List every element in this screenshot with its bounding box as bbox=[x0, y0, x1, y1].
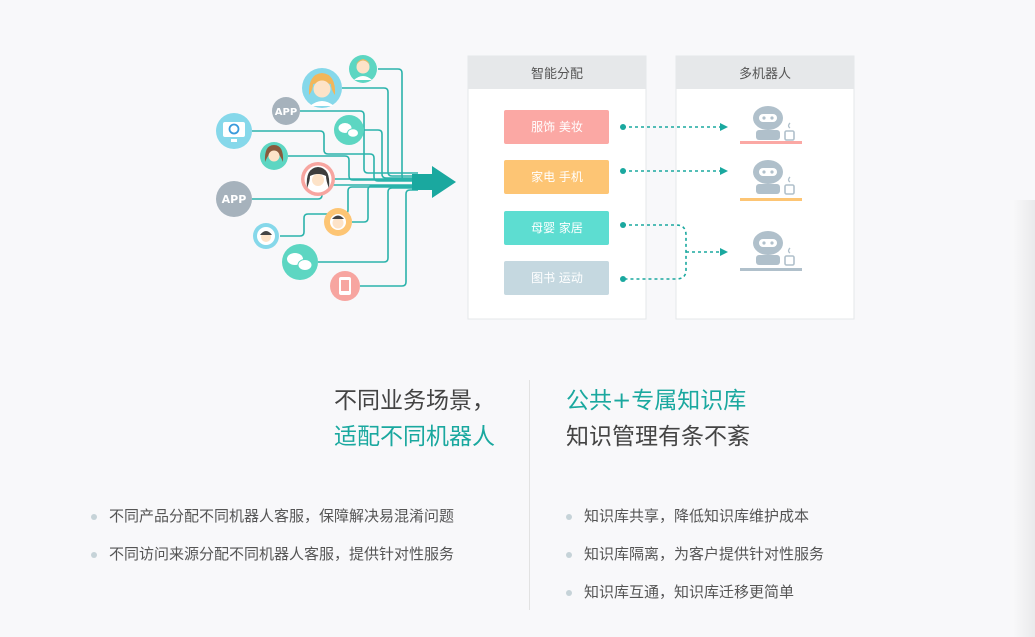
female-avatar-icon bbox=[301, 162, 335, 196]
feature-item: 知识库隔离，为客户提供针对性服务 bbox=[566, 542, 824, 580]
male-avatar-icon bbox=[253, 223, 279, 249]
user-avatar-icon bbox=[349, 55, 377, 83]
svg-text:APP: APP bbox=[275, 107, 297, 118]
heading-line-highlight: 适配不同机器人 bbox=[334, 424, 495, 450]
right-feature-list: 知识库共享，降低知识库维护成本 知识库隔离，为客户提供针对性服务 知识库互通，知… bbox=[566, 504, 824, 618]
female-avatar-icon bbox=[302, 68, 342, 108]
svg-text:家电 手机: 家电 手机 bbox=[531, 169, 583, 184]
wechat-icon bbox=[282, 244, 318, 280]
feature-item: 不同产品分配不同机器人客服，保障解决易混淆问题 bbox=[91, 504, 454, 542]
robot-icon bbox=[740, 231, 802, 271]
right-section-heading: 公共+专属知识库 知识管理有条不紊 bbox=[566, 383, 750, 455]
category-pill: 家电 手机 bbox=[504, 160, 609, 194]
robot-icon bbox=[740, 160, 802, 201]
feature-item: 知识库互通，知识库迁移更简单 bbox=[566, 580, 824, 618]
heading-line: 知识管理有条不紊 bbox=[566, 424, 750, 450]
panel-title: 智能分配 bbox=[531, 67, 583, 82]
left-section-heading: 不同业务场景， 适配不同机器人 bbox=[334, 383, 495, 455]
feature-item: 知识库共享，降低知识库维护成本 bbox=[566, 504, 824, 542]
category-pill: 服饰 美妆 bbox=[504, 110, 609, 144]
female-avatar-icon bbox=[260, 142, 288, 170]
feature-item: 不同访问来源分配不同机器人客服，提供针对性服务 bbox=[91, 542, 454, 580]
computer-browser-icon bbox=[216, 113, 252, 149]
wechat-icon bbox=[334, 115, 364, 145]
robot-icon bbox=[740, 106, 802, 144]
svg-text:服饰 美妆: 服饰 美妆 bbox=[531, 120, 583, 134]
app-icon: APP bbox=[216, 181, 252, 217]
page-edge-shadow bbox=[1013, 200, 1035, 637]
male-avatar-icon bbox=[324, 208, 352, 236]
arrow-right-icon bbox=[412, 166, 456, 198]
svg-text:图书 运动: 图书 运动 bbox=[531, 271, 583, 285]
heading-line-highlight: 公共+专属知识库 bbox=[566, 388, 747, 414]
svg-text:APP: APP bbox=[222, 193, 247, 206]
connector-lines bbox=[252, 68, 418, 287]
heading-line: 不同业务场景， bbox=[334, 388, 495, 414]
svg-text:母婴 家居: 母婴 家居 bbox=[531, 220, 583, 235]
panel-title: 多机器人 bbox=[739, 66, 791, 82]
section-divider bbox=[529, 380, 530, 610]
dotted-connectors bbox=[623, 126, 720, 280]
left-feature-list: 不同产品分配不同机器人客服，保障解决易混淆问题 不同访问来源分配不同机器人客服，… bbox=[91, 504, 454, 580]
app-icon: APP bbox=[272, 97, 300, 125]
mobile-phone-icon bbox=[330, 271, 360, 301]
category-pill: 母婴 家居 bbox=[504, 211, 609, 245]
category-pill: 图书 运动 bbox=[504, 261, 609, 295]
smart-distribution-illustration: APP APP bbox=[216, 55, 855, 320]
connector-dots bbox=[620, 123, 728, 282]
